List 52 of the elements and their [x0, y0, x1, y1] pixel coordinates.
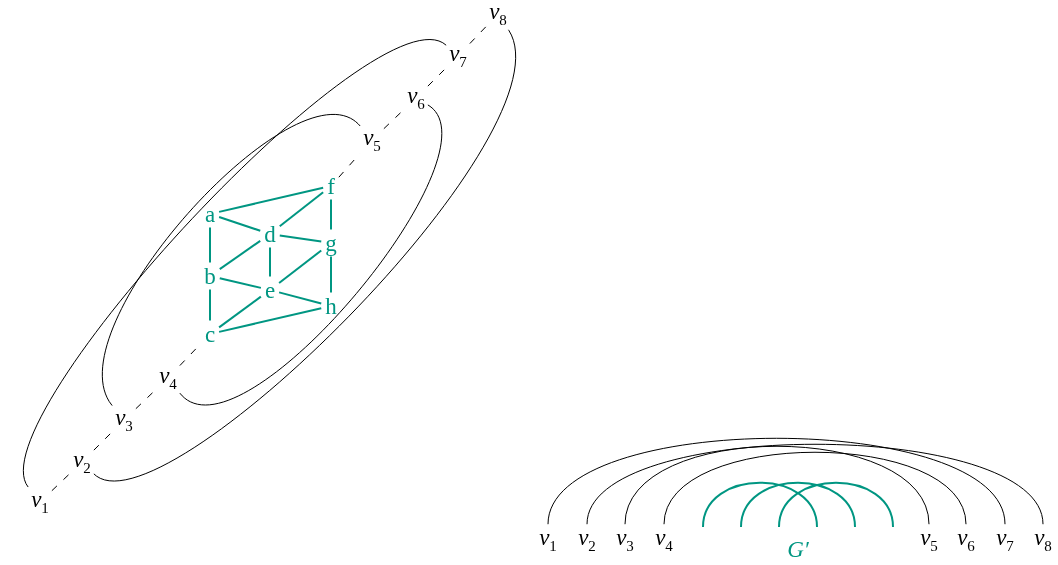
vertex-label: v$_{8}$ [1031, 524, 1055, 556]
vertex-label: h [321, 292, 341, 320]
line [218, 239, 262, 271]
arc [93, 29, 517, 482]
line [330, 198, 332, 231]
vertex-label: e [260, 276, 280, 304]
vertex-label: a [200, 200, 220, 228]
vertex-label: g [321, 229, 341, 257]
vertex-label: v$_{2}$ [70, 446, 94, 478]
vertex-label: v$_{6}$ [404, 82, 428, 114]
dashed-line [93, 431, 113, 451]
vertex-label: v$_{4}$ [652, 524, 676, 556]
arc [102, 114, 361, 407]
arc [179, 104, 441, 405]
vertex-label: v$_{2}$ [575, 524, 599, 556]
line [218, 307, 323, 333]
arc [624, 445, 930, 525]
vertex-label: v$_{7}$ [446, 40, 470, 72]
line [278, 249, 323, 284]
vertex-label: v$_{3}$ [112, 404, 136, 436]
line [278, 191, 325, 228]
dashed-line [427, 67, 447, 87]
dashed-line [51, 472, 71, 492]
vertex-label: v$_{3}$ [613, 524, 637, 556]
vertex-label: v$_{7}$ [993, 524, 1017, 556]
vertex-label: v$_{1}$ [28, 486, 52, 518]
line [218, 277, 262, 289]
arc [586, 443, 1044, 525]
vertex-label: v$_{4}$ [156, 362, 180, 394]
line [209, 226, 211, 264]
vertex-label: v$_{8}$ [486, 0, 510, 30]
vertex-label: d [260, 220, 280, 248]
vertex-label: c [200, 320, 220, 348]
line [218, 216, 262, 232]
vertex-label: v$_{6}$ [954, 524, 978, 556]
arc [663, 451, 967, 525]
line [218, 186, 325, 213]
graph-label: G′ [787, 537, 809, 563]
line [278, 234, 323, 243]
vertex-label: v$_{1}$ [536, 524, 560, 556]
line [278, 291, 323, 305]
dashed-line [469, 25, 487, 45]
vertex-label: v$_{5}$ [360, 124, 384, 156]
arc [23, 39, 447, 488]
line [209, 288, 211, 322]
line [330, 255, 332, 294]
arc [547, 437, 1006, 525]
vertex-label: f [323, 172, 339, 200]
line [218, 295, 262, 329]
vertex-label: b [200, 262, 220, 290]
vertex-label: v$_{5}$ [917, 524, 941, 556]
line [269, 246, 271, 278]
